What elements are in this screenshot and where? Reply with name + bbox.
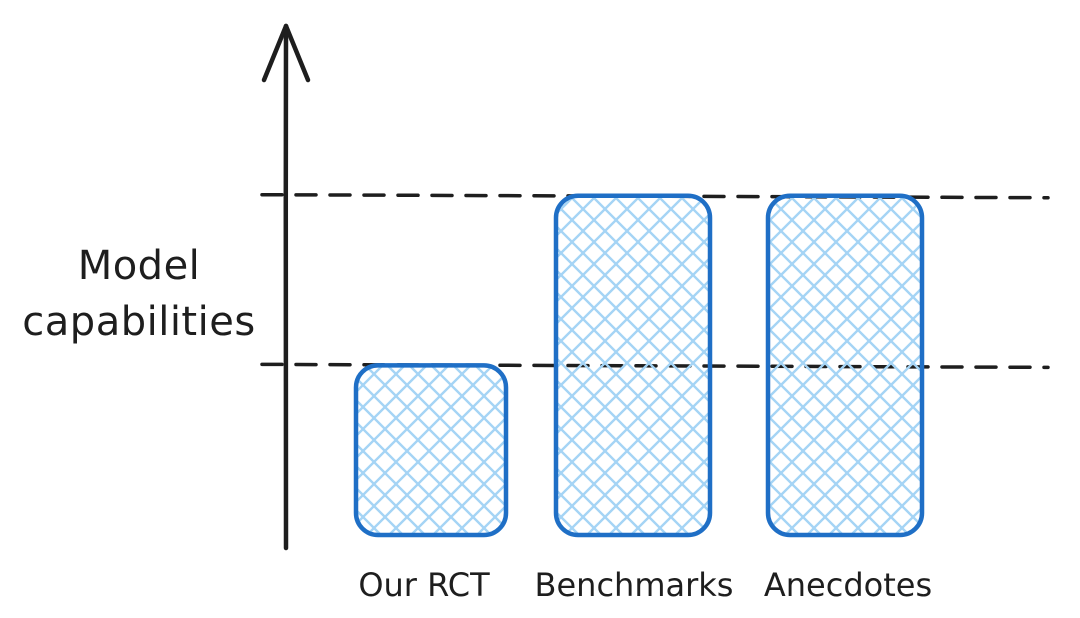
- y-axis-label: Model capabilities: [14, 238, 264, 350]
- y-axis-arrow-icon: [261, 23, 311, 83]
- bar-anecdotes: [765, 193, 925, 538]
- y-axis-line: [283, 23, 289, 551]
- x-tick-label: Anecdotes: [764, 566, 932, 604]
- bar-our-rct: [353, 363, 509, 538]
- y-axis-label-line-2: capabilities: [22, 299, 256, 345]
- x-tick-label: Our RCT: [358, 566, 490, 604]
- x-tick-label: Benchmarks: [535, 566, 734, 604]
- bar-benchmarks: [553, 193, 713, 538]
- y-axis-label-line-1: Model: [77, 243, 201, 289]
